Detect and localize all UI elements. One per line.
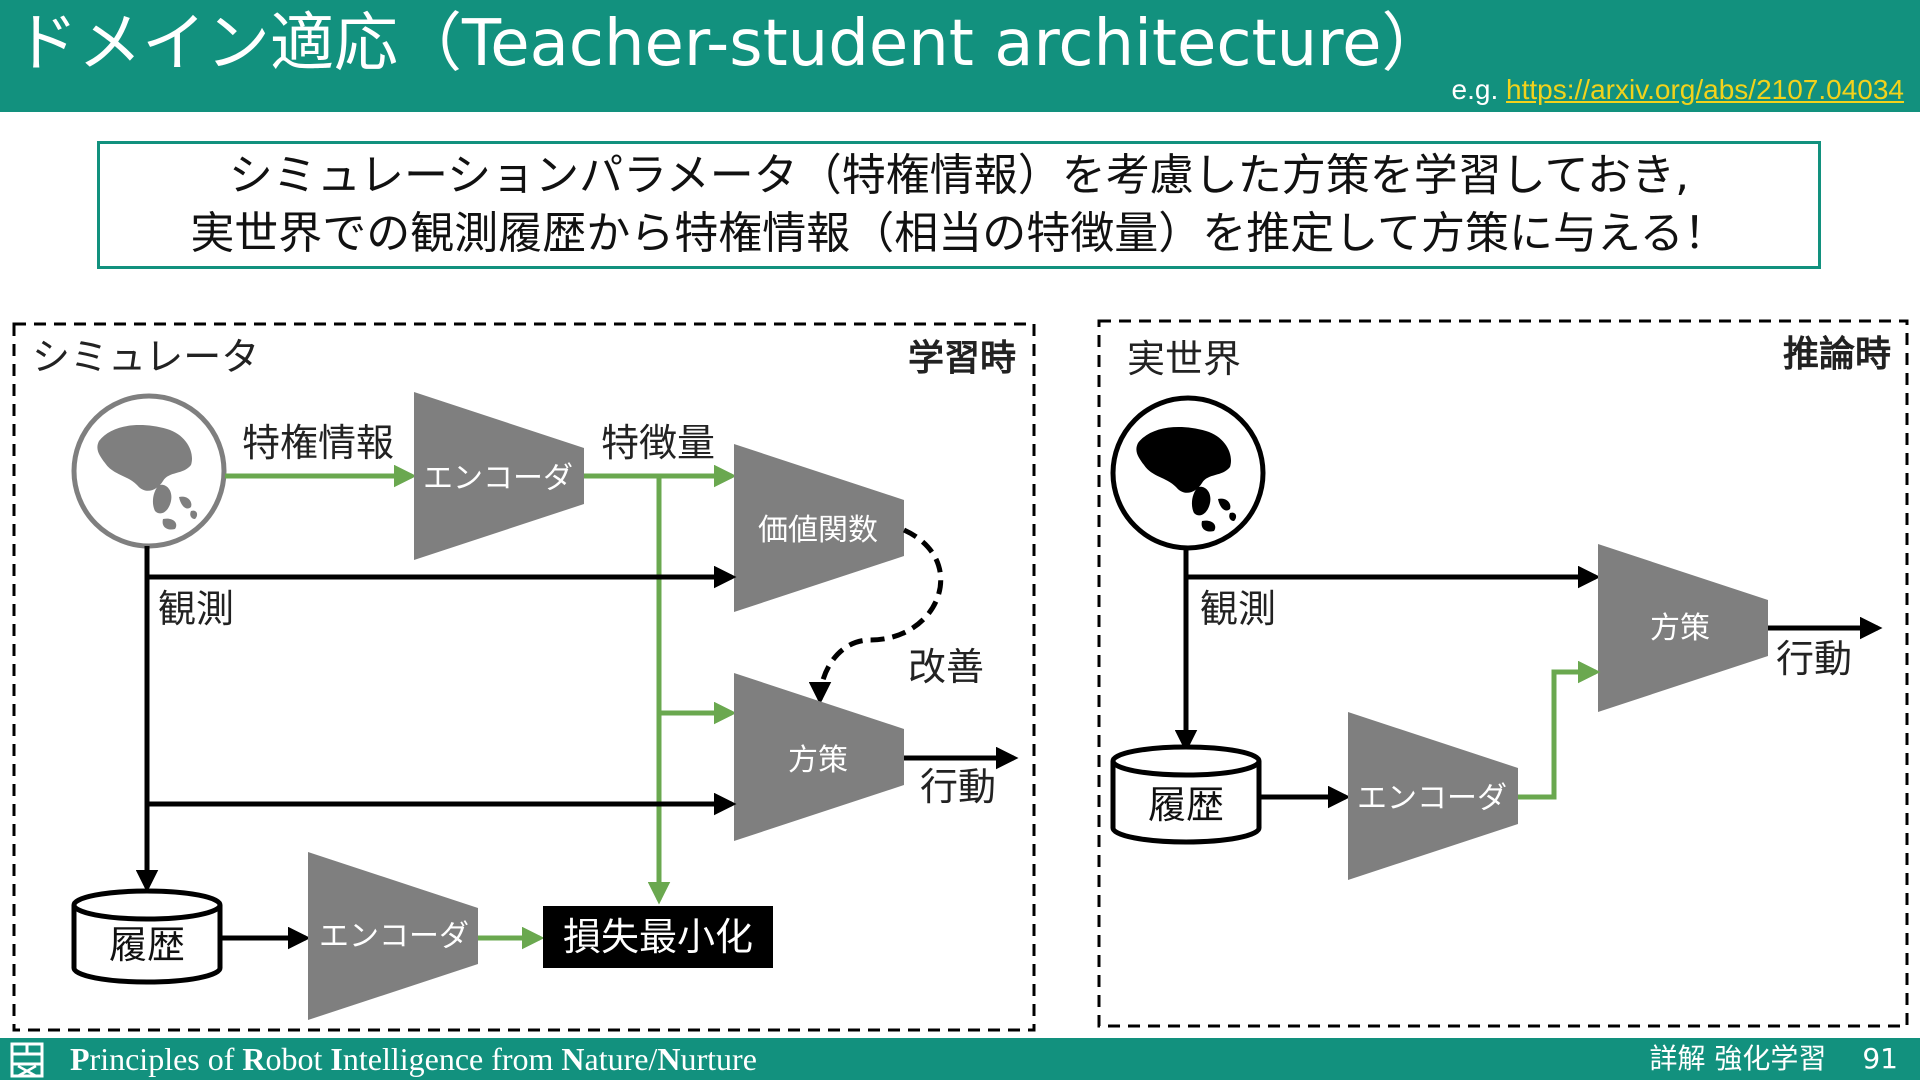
footer-initial-n1: N: [561, 1041, 585, 1077]
right-panel-title: 実世界: [1127, 337, 1241, 381]
policy-block-left: [734, 673, 904, 841]
footer-bar: Principles of Robot Intelligence from Na…: [0, 1038, 1920, 1080]
university-logo-icon: [10, 1042, 44, 1078]
summary-line-1: シミュレーションパラメータ（特権情報）を考慮した方策を学習しておき,: [228, 150, 1690, 201]
label-observation-left: 観測: [158, 587, 234, 631]
right-panel-frame: [1097, 319, 1909, 1028]
history-db-icon-right: [1110, 744, 1262, 845]
history-db-icon-left: [71, 888, 223, 985]
footer-initial-p: P: [70, 1041, 90, 1077]
header-bar: ドメイン適応（Teacher-student architecture） e.g…: [0, 0, 1920, 112]
label-feature: 特徴量: [601, 421, 715, 465]
label-action-right: 行動: [1776, 637, 1852, 681]
footer-lab-name: Principles of Robot Intelligence from Na…: [70, 1040, 757, 1078]
policy-block-right: [1598, 544, 1768, 712]
footer-word-robot: obot: [265, 1041, 331, 1077]
summary-box: シミュレーションパラメータ（特権情報）を考慮した方策を学習しておき, 実世界での…: [97, 141, 1821, 269]
arrow-improve: [808, 527, 944, 705]
real-world-globe-icon: [1110, 395, 1266, 551]
left-panel-frame: [12, 322, 1036, 1032]
footer-word-principles: rinciples of: [89, 1041, 243, 1077]
loss-minimization-box: [543, 906, 773, 968]
footer-initial-i: I: [330, 1041, 343, 1077]
encoder-top-label: エンコーダ: [423, 461, 573, 496]
slide-title: ドメイン適応（Teacher-student architecture）: [14, 7, 1446, 81]
reference-link[interactable]: https://arxiv.org/abs/2107.04034: [1506, 74, 1904, 105]
page-number: 91: [1862, 1042, 1898, 1075]
left-panel-badge: 学習時: [908, 337, 1016, 379]
encoder-label-right: エンコーダ: [1357, 781, 1507, 816]
right-panel-badge: 推論時: [1783, 334, 1891, 375]
reference: e.g. https://arxiv.org/abs/2107.04034: [1452, 72, 1904, 108]
simulator-globe-icon: [71, 393, 227, 549]
footer-word-intelligence: ntelligence from: [342, 1041, 562, 1077]
arrow-encoder-to-policy-right: [1518, 660, 1601, 800]
footer-word-nurture: urture: [680, 1041, 757, 1077]
value-function-label: 価値関数: [758, 513, 878, 548]
history-label-left: 履歴: [109, 923, 185, 967]
label-observation-right: 観測: [1200, 587, 1276, 631]
encoder-top-block: [414, 392, 584, 560]
left-panel-title: シミュレータ: [32, 335, 259, 379]
footer-initial-r: R: [242, 1041, 266, 1077]
encoder-block-right: [1348, 712, 1518, 880]
history-label-right: 履歴: [1148, 783, 1224, 827]
label-privileged-info: 特権情報: [242, 421, 394, 465]
footer-initial-n2: N: [657, 1041, 681, 1077]
encoder-bottom-label: エンコーダ: [319, 919, 469, 954]
reference-prefix: e.g.: [1451, 74, 1507, 105]
policy-label-left: 方策: [788, 743, 848, 778]
footer-right: 詳解 強化学習 91: [1649, 1040, 1898, 1078]
policy-label-right: 方策: [1650, 611, 1710, 646]
footer-word-nature: ature/: [584, 1041, 658, 1077]
label-improve: 改善: [908, 645, 984, 689]
loss-minimization-label: 損失最小化: [563, 915, 753, 959]
label-action-left: 行動: [920, 765, 996, 809]
value-function-block: [734, 444, 904, 612]
summary-line-2: 実世界での観測履歴から特権情報（相当の特徴量）を推定して方策に与える！: [190, 208, 1728, 259]
footer-course-name: 詳解 強化学習: [1649, 1042, 1827, 1075]
encoder-bottom-block: [308, 852, 478, 1020]
